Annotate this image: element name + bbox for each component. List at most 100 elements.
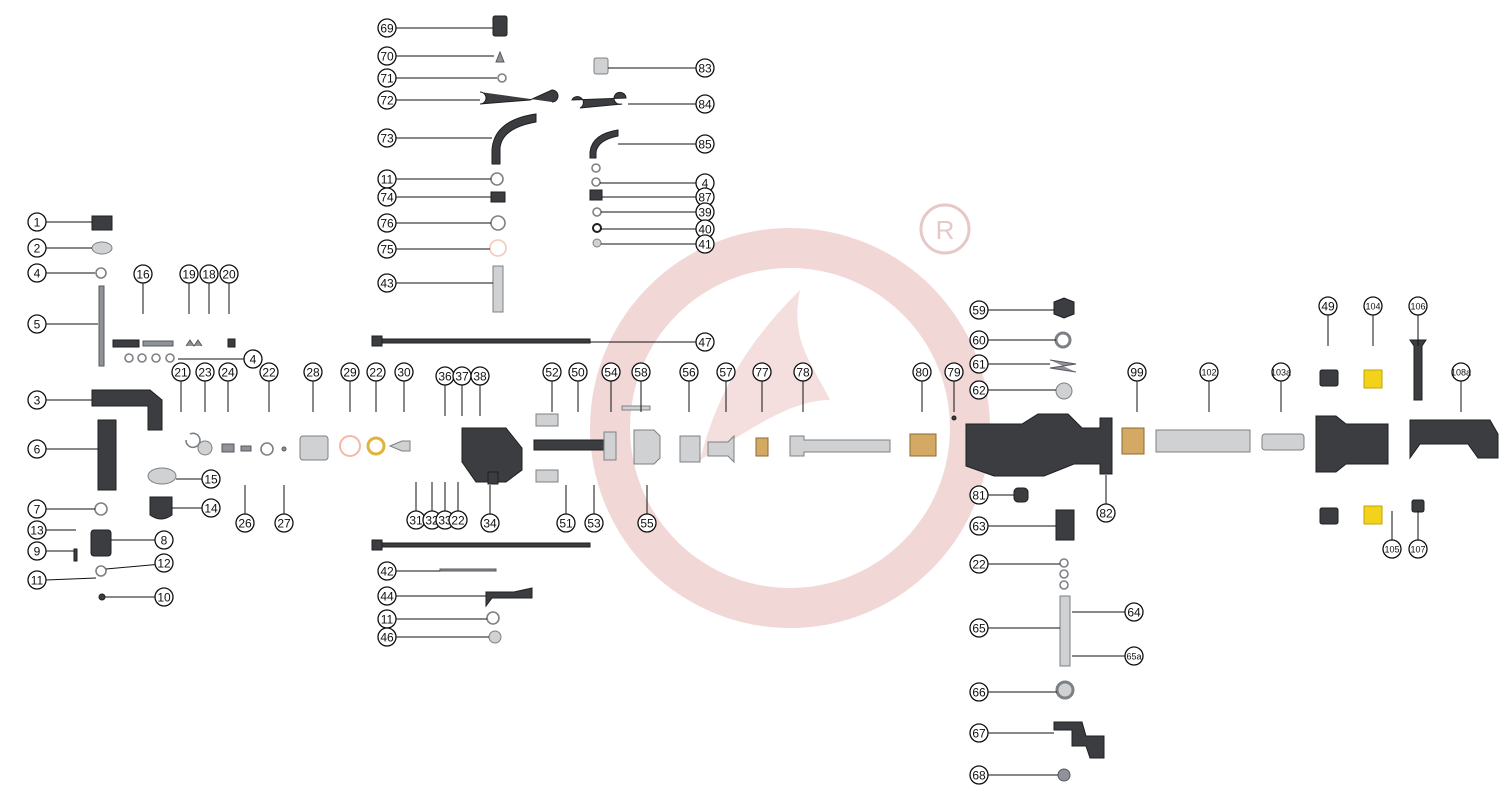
part-piston-57 <box>707 434 735 464</box>
callout-number: 102 <box>1201 368 1216 378</box>
callout-number: 85 <box>698 138 712 152</box>
callout-55: 55 <box>637 513 657 533</box>
callout-81: 81 <box>969 485 989 505</box>
part-ball-27 <box>281 446 287 452</box>
callout-circle <box>340 362 360 382</box>
part-bearing <box>91 241 113 255</box>
callout-85: 85 <box>695 134 715 154</box>
callout-66: 66 <box>969 682 989 702</box>
callout-circle <box>679 362 699 382</box>
callout-62: 62 <box>969 380 989 400</box>
parts-valve-group <box>185 405 957 485</box>
callout-number: 11 <box>381 613 394 627</box>
callout-12: 12 <box>154 553 174 573</box>
callout-number: 5 <box>34 318 41 332</box>
callout-circle <box>377 586 397 606</box>
callout-circle <box>448 510 468 530</box>
callout-circle <box>695 58 715 78</box>
callout-82: 82 <box>1096 503 1116 523</box>
part-ring-76 <box>490 215 506 231</box>
callout-number: 40 <box>698 223 712 237</box>
callout-number: 44 <box>380 590 394 604</box>
callout-65: 65 <box>969 618 989 638</box>
part-block-52-top <box>535 413 559 427</box>
callout-68: 68 <box>969 765 989 785</box>
callout-number: 64 <box>1127 606 1141 620</box>
callout-number: 70 <box>380 50 394 64</box>
callout-circle <box>969 765 989 785</box>
callout-circle <box>243 349 263 369</box>
part-spring-24 <box>221 443 235 453</box>
callout-number: 66 <box>972 686 986 700</box>
part-nozzle <box>388 440 411 452</box>
callout-number: 62 <box>972 384 986 398</box>
callout-number: 56 <box>682 366 696 380</box>
part-lever-44 <box>485 587 533 608</box>
callout-number: 42 <box>380 565 394 579</box>
callout-84: 84 <box>695 94 715 114</box>
callout-36: 36 <box>435 366 455 386</box>
registered-mark-icon <box>919 203 971 255</box>
callout-circle <box>969 723 989 743</box>
callout-circle <box>1363 296 1383 316</box>
parts-bolts <box>371 335 591 644</box>
part-rotor-disc <box>603 431 617 461</box>
callout-106: 106 <box>1408 296 1428 316</box>
callout-number: 75 <box>380 243 394 257</box>
part-valve-43 <box>492 265 504 313</box>
parts-right-group <box>965 297 1499 782</box>
callout-2: 2 <box>27 238 47 258</box>
callout-number: 82 <box>1099 507 1113 521</box>
callout-19: 19 <box>179 264 199 284</box>
callout-circle <box>1124 602 1144 622</box>
part-disc-41 <box>592 238 602 248</box>
part-sleeve-63 <box>1055 509 1075 541</box>
callout-104: 104 <box>1363 296 1383 316</box>
callout-number: 1 <box>34 216 41 230</box>
callout-23: 23 <box>195 362 215 382</box>
callout-number: 21 <box>174 366 188 380</box>
part-block-49-top <box>1319 369 1339 387</box>
callout-circle <box>377 46 397 66</box>
callout-4: 4 <box>243 349 263 369</box>
part-block-49-bottom <box>1319 507 1339 525</box>
callout-number: 73 <box>380 132 394 146</box>
callout-105: 105 <box>1382 539 1402 559</box>
callout-circle <box>377 627 397 647</box>
callout-number: 58 <box>634 366 648 380</box>
callout-43: 43 <box>377 273 397 293</box>
part-piston-78 <box>789 435 891 457</box>
part-pin <box>73 548 78 562</box>
callout-circle <box>27 238 47 258</box>
part-hose-84 <box>571 91 627 109</box>
callout-number: 18 <box>202 268 216 282</box>
part-bumper-104-bottom <box>1363 505 1383 525</box>
callout-circle <box>1408 539 1428 559</box>
callout-circle <box>218 362 238 382</box>
callout-number: 83 <box>698 62 712 76</box>
part-ring-66 <box>1055 680 1075 700</box>
callout-circle <box>631 362 651 382</box>
callout-number: 49 <box>1321 300 1335 314</box>
part-hose-72 <box>479 89 559 105</box>
callout-circle <box>377 90 397 110</box>
callout-number: 105 <box>1384 545 1399 555</box>
part-valve-body <box>97 419 117 491</box>
callout-circle <box>969 485 989 505</box>
callout-circle <box>542 362 562 382</box>
callout-number: 68 <box>972 769 986 783</box>
part-roller-bearing <box>147 467 177 485</box>
callout-circle <box>1127 362 1147 382</box>
callout-circle <box>377 213 397 233</box>
callout-6: 6 <box>27 439 47 459</box>
callout-29: 29 <box>340 362 360 382</box>
part-fitting <box>299 435 329 461</box>
callout-circle <box>377 239 397 259</box>
callout-54: 54 <box>601 362 621 382</box>
part-front-head-105 <box>1315 415 1389 473</box>
part-stud <box>487 471 499 485</box>
callout-number: 28 <box>306 366 320 380</box>
callout-circle <box>752 362 772 382</box>
part-snap-ring <box>185 432 201 449</box>
